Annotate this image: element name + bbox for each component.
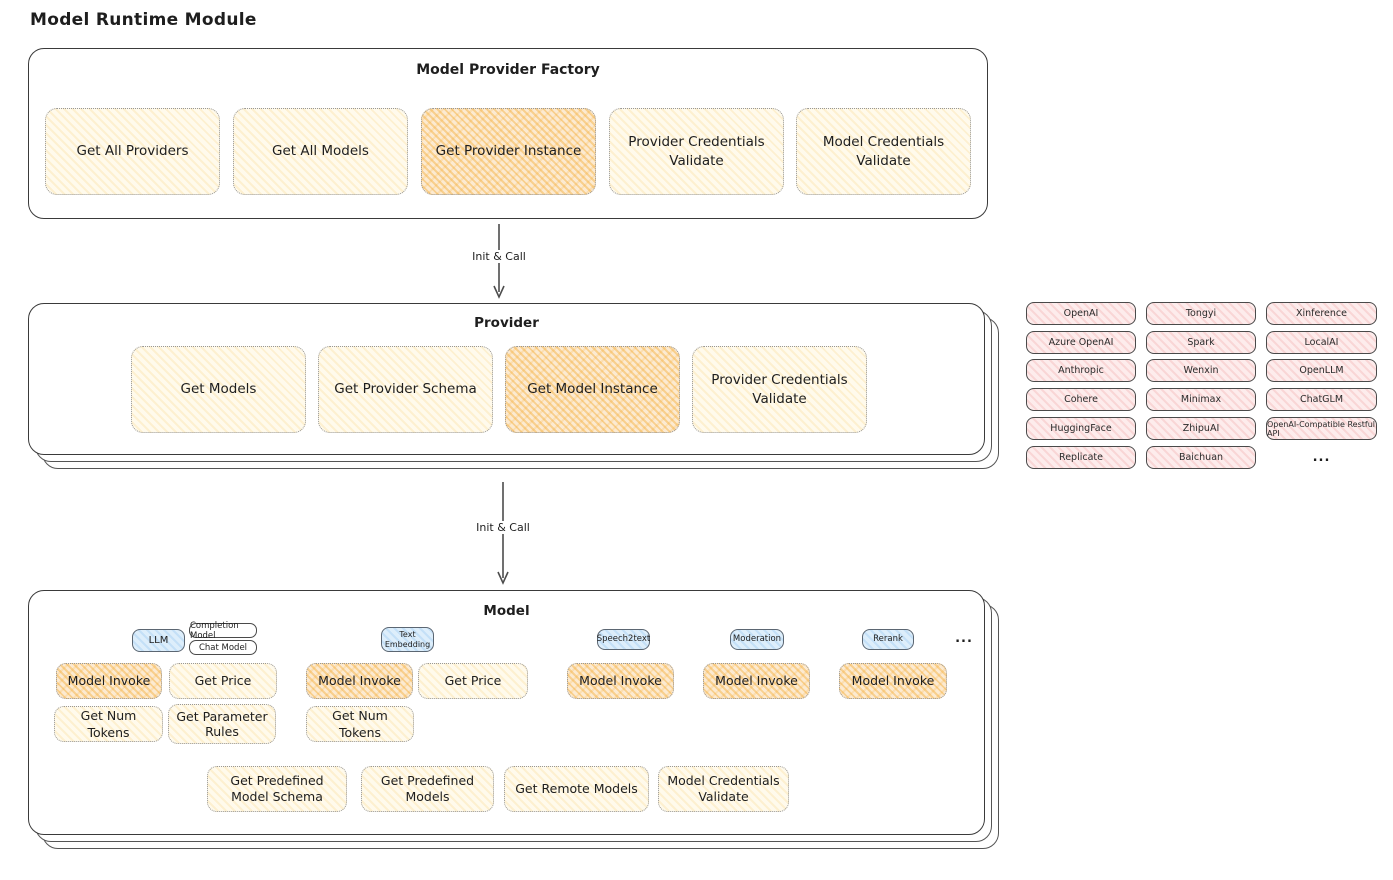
provider-pill-baichuan: Baichuan <box>1146 446 1256 469</box>
model-type-tag-chat-model: Chat Model <box>189 640 257 655</box>
factory-title: Model Provider Factory <box>416 62 600 78</box>
model-type-tag-llm: LLM <box>132 629 185 652</box>
model-type-tag-text-embedding: Text Embedding <box>381 627 434 652</box>
llm-get-price: Get Price <box>169 663 277 699</box>
factory-method-get-all-models: Get All Models <box>233 108 408 195</box>
page-title: Model Runtime Module <box>30 10 257 30</box>
get-remote-models: Get Remote Models <box>504 766 649 812</box>
provider-box: Provider Get Models Get Provider Schema … <box>28 303 985 455</box>
provider-pill-chatglm: ChatGLM <box>1266 388 1377 411</box>
init-call-label-2: Init & Call <box>465 521 541 534</box>
provider-pill-wenxin: Wenxin <box>1146 359 1256 382</box>
factory-method-model-credentials-validate: Model Credentials Validate <box>796 108 971 195</box>
model-credentials-validate: Model Credentials Validate <box>658 766 789 812</box>
factory-method-provider-credentials-validate: Provider Credentials Validate <box>609 108 784 195</box>
model-types-ellipsis: ... <box>955 631 973 646</box>
embedding-get-price: Get Price <box>418 663 528 699</box>
provider-pill-localai: LocalAI <box>1266 331 1377 354</box>
provider-pill-anthropic: Anthropic <box>1026 359 1136 382</box>
provider-pill-openllm: OpenLLM <box>1266 359 1377 382</box>
provider-pill-openai-compatible: OpenAI-Compatible Restful API <box>1266 417 1377 440</box>
model-type-tag-completion-model: Completion Model <box>189 621 257 641</box>
model-title: Model <box>483 603 530 619</box>
provider-pill-huggingface: HuggingFace <box>1026 417 1136 440</box>
embedding-model-invoke: Model Invoke <box>306 663 413 699</box>
provider-pill-minimax: Minimax <box>1146 388 1256 411</box>
provider-pill-replicate: Replicate <box>1026 446 1136 469</box>
llm-model-invoke: Model Invoke <box>56 663 162 699</box>
factory-method-get-provider-instance: Get Provider Instance <box>421 108 596 195</box>
provider-pill-openai: OpenAI <box>1026 302 1136 325</box>
provider-method-get-provider-schema: Get Provider Schema <box>318 346 493 433</box>
get-predefined-model-schema: Get Predefined Model Schema <box>207 766 347 812</box>
rerank-model-invoke: Model Invoke <box>839 663 947 699</box>
providers-ellipsis: ... <box>1312 450 1331 465</box>
moderation-model-invoke: Model Invoke <box>703 663 810 699</box>
provider-pill-spark: Spark <box>1146 331 1256 354</box>
provider-pill-azure-openai: Azure OpenAI <box>1026 331 1136 354</box>
model-type-tag-speech2text: Speech2text <box>597 629 650 650</box>
provider-title: Provider <box>474 315 539 331</box>
provider-pill-tongyi: Tongyi <box>1146 302 1256 325</box>
provider-pill-xinference: Xinference <box>1266 302 1377 325</box>
speech2text-model-invoke: Model Invoke <box>567 663 674 699</box>
provider-pill-zhipuai: ZhipuAI <box>1146 417 1256 440</box>
llm-get-parameter-rules: Get Parameter Rules <box>168 704 276 744</box>
factory-method-get-all-providers: Get All Providers <box>45 108 220 195</box>
provider-method-get-models: Get Models <box>131 346 306 433</box>
model-box: Model LLM Completion Model Chat Model Te… <box>28 590 985 835</box>
init-call-arrow-2 <box>497 482 509 585</box>
provider-method-provider-credentials-validate: Provider Credentials Validate <box>692 346 867 433</box>
get-predefined-models: Get Predefined Models <box>361 766 494 812</box>
model-type-tag-rerank: Rerank <box>862 629 914 650</box>
init-call-label-1: Init & Call <box>461 250 537 263</box>
model-type-tag-moderation: Moderation <box>730 629 784 650</box>
provider-pill-cohere: Cohere <box>1026 388 1136 411</box>
factory-box: Model Provider Factory Get All Providers… <box>28 48 988 219</box>
provider-method-get-model-instance: Get Model Instance <box>505 346 680 433</box>
providers-panel: OpenAI Tongyi Xinference Azure OpenAI Sp… <box>1026 302 1378 472</box>
llm-get-num-tokens: Get Num Tokens <box>54 706 163 742</box>
embedding-get-num-tokens: Get Num Tokens <box>306 706 414 742</box>
